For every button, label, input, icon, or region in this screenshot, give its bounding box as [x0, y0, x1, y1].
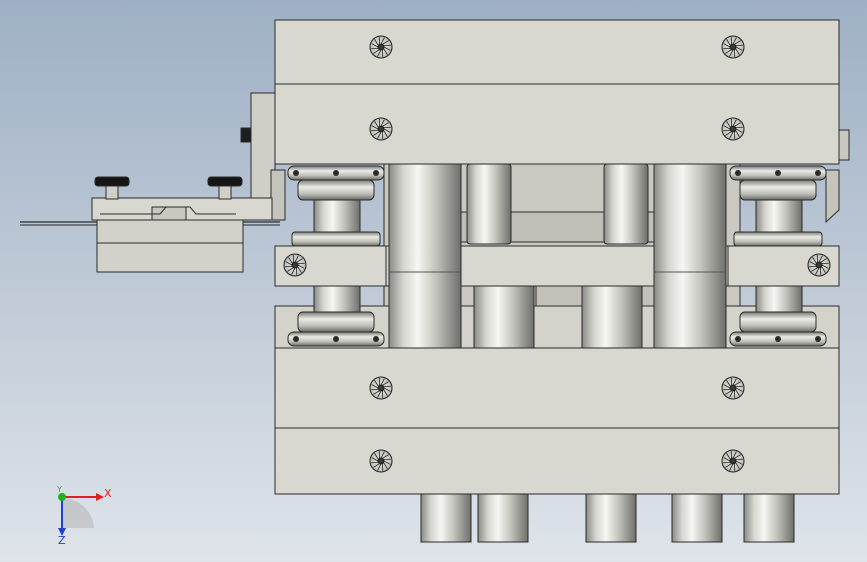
hex-socket-screw-icon [721, 117, 745, 141]
slide-chamfer [100, 206, 236, 215]
hex-socket-screw-icon [721, 376, 745, 400]
bracket-bolt [240, 127, 252, 143]
middle-crossbar [274, 245, 840, 287]
hex-socket-screw-icon [721, 449, 745, 473]
clamp-knob-left-head [94, 176, 130, 187]
lower-shaft-1 [473, 285, 535, 349]
bracket-right [825, 169, 840, 224]
slide-block [96, 219, 244, 273]
hex-socket-screw-icon [283, 253, 307, 277]
shaft-1 [388, 163, 462, 349]
bottom-shaft-5 [743, 493, 795, 543]
bottom-shaft-3 [585, 493, 637, 543]
bottom-shaft-1 [420, 493, 472, 543]
bearing-neck-right-bottom [755, 285, 803, 313]
bottom-plate-2 [274, 427, 840, 495]
hex-socket-screw-icon [721, 35, 745, 59]
top-plate-2 [274, 83, 840, 165]
hex-socket-screw-icon [369, 35, 393, 59]
shaft-2 [653, 163, 727, 349]
lower-shaft-2 [581, 285, 643, 349]
bearing-neck-right-top [755, 199, 803, 233]
hex-socket-screw-icon [807, 253, 831, 277]
bearing-body-left-bottom [297, 311, 375, 333]
hex-socket-screw-icon [369, 449, 393, 473]
axis-x-label: X [104, 487, 112, 500]
bearing-neck-left-bottom [313, 285, 361, 313]
clamp-knob-left [105, 184, 119, 200]
bearing-body-right-top [739, 179, 817, 201]
bottom-shaft-4 [671, 493, 723, 543]
axis-triad [58, 493, 104, 536]
bottom-plate [274, 347, 840, 429]
bearing-body-right-bottom [739, 311, 817, 333]
bearing-body-left-top [297, 179, 375, 201]
clamp-knob-right [218, 184, 232, 200]
hex-socket-screw-icon [369, 117, 393, 141]
small-shaft-1 [466, 163, 512, 245]
bearing-collar-right-top [733, 231, 823, 247]
hex-socket-screw-icon [369, 376, 393, 400]
bottom-shaft-2 [477, 493, 529, 543]
axis-z-label: Z [58, 534, 66, 547]
top-plate-side-lip [838, 129, 850, 161]
small-shaft-2 [603, 163, 649, 245]
axis-y-label: Y [57, 485, 62, 494]
top-plate [274, 19, 840, 85]
slide-bracket-back [270, 169, 286, 221]
clamp-knob-right-head [207, 176, 243, 187]
bearing-collar-left-top [291, 231, 381, 247]
bearing-neck-left-top [313, 199, 361, 233]
